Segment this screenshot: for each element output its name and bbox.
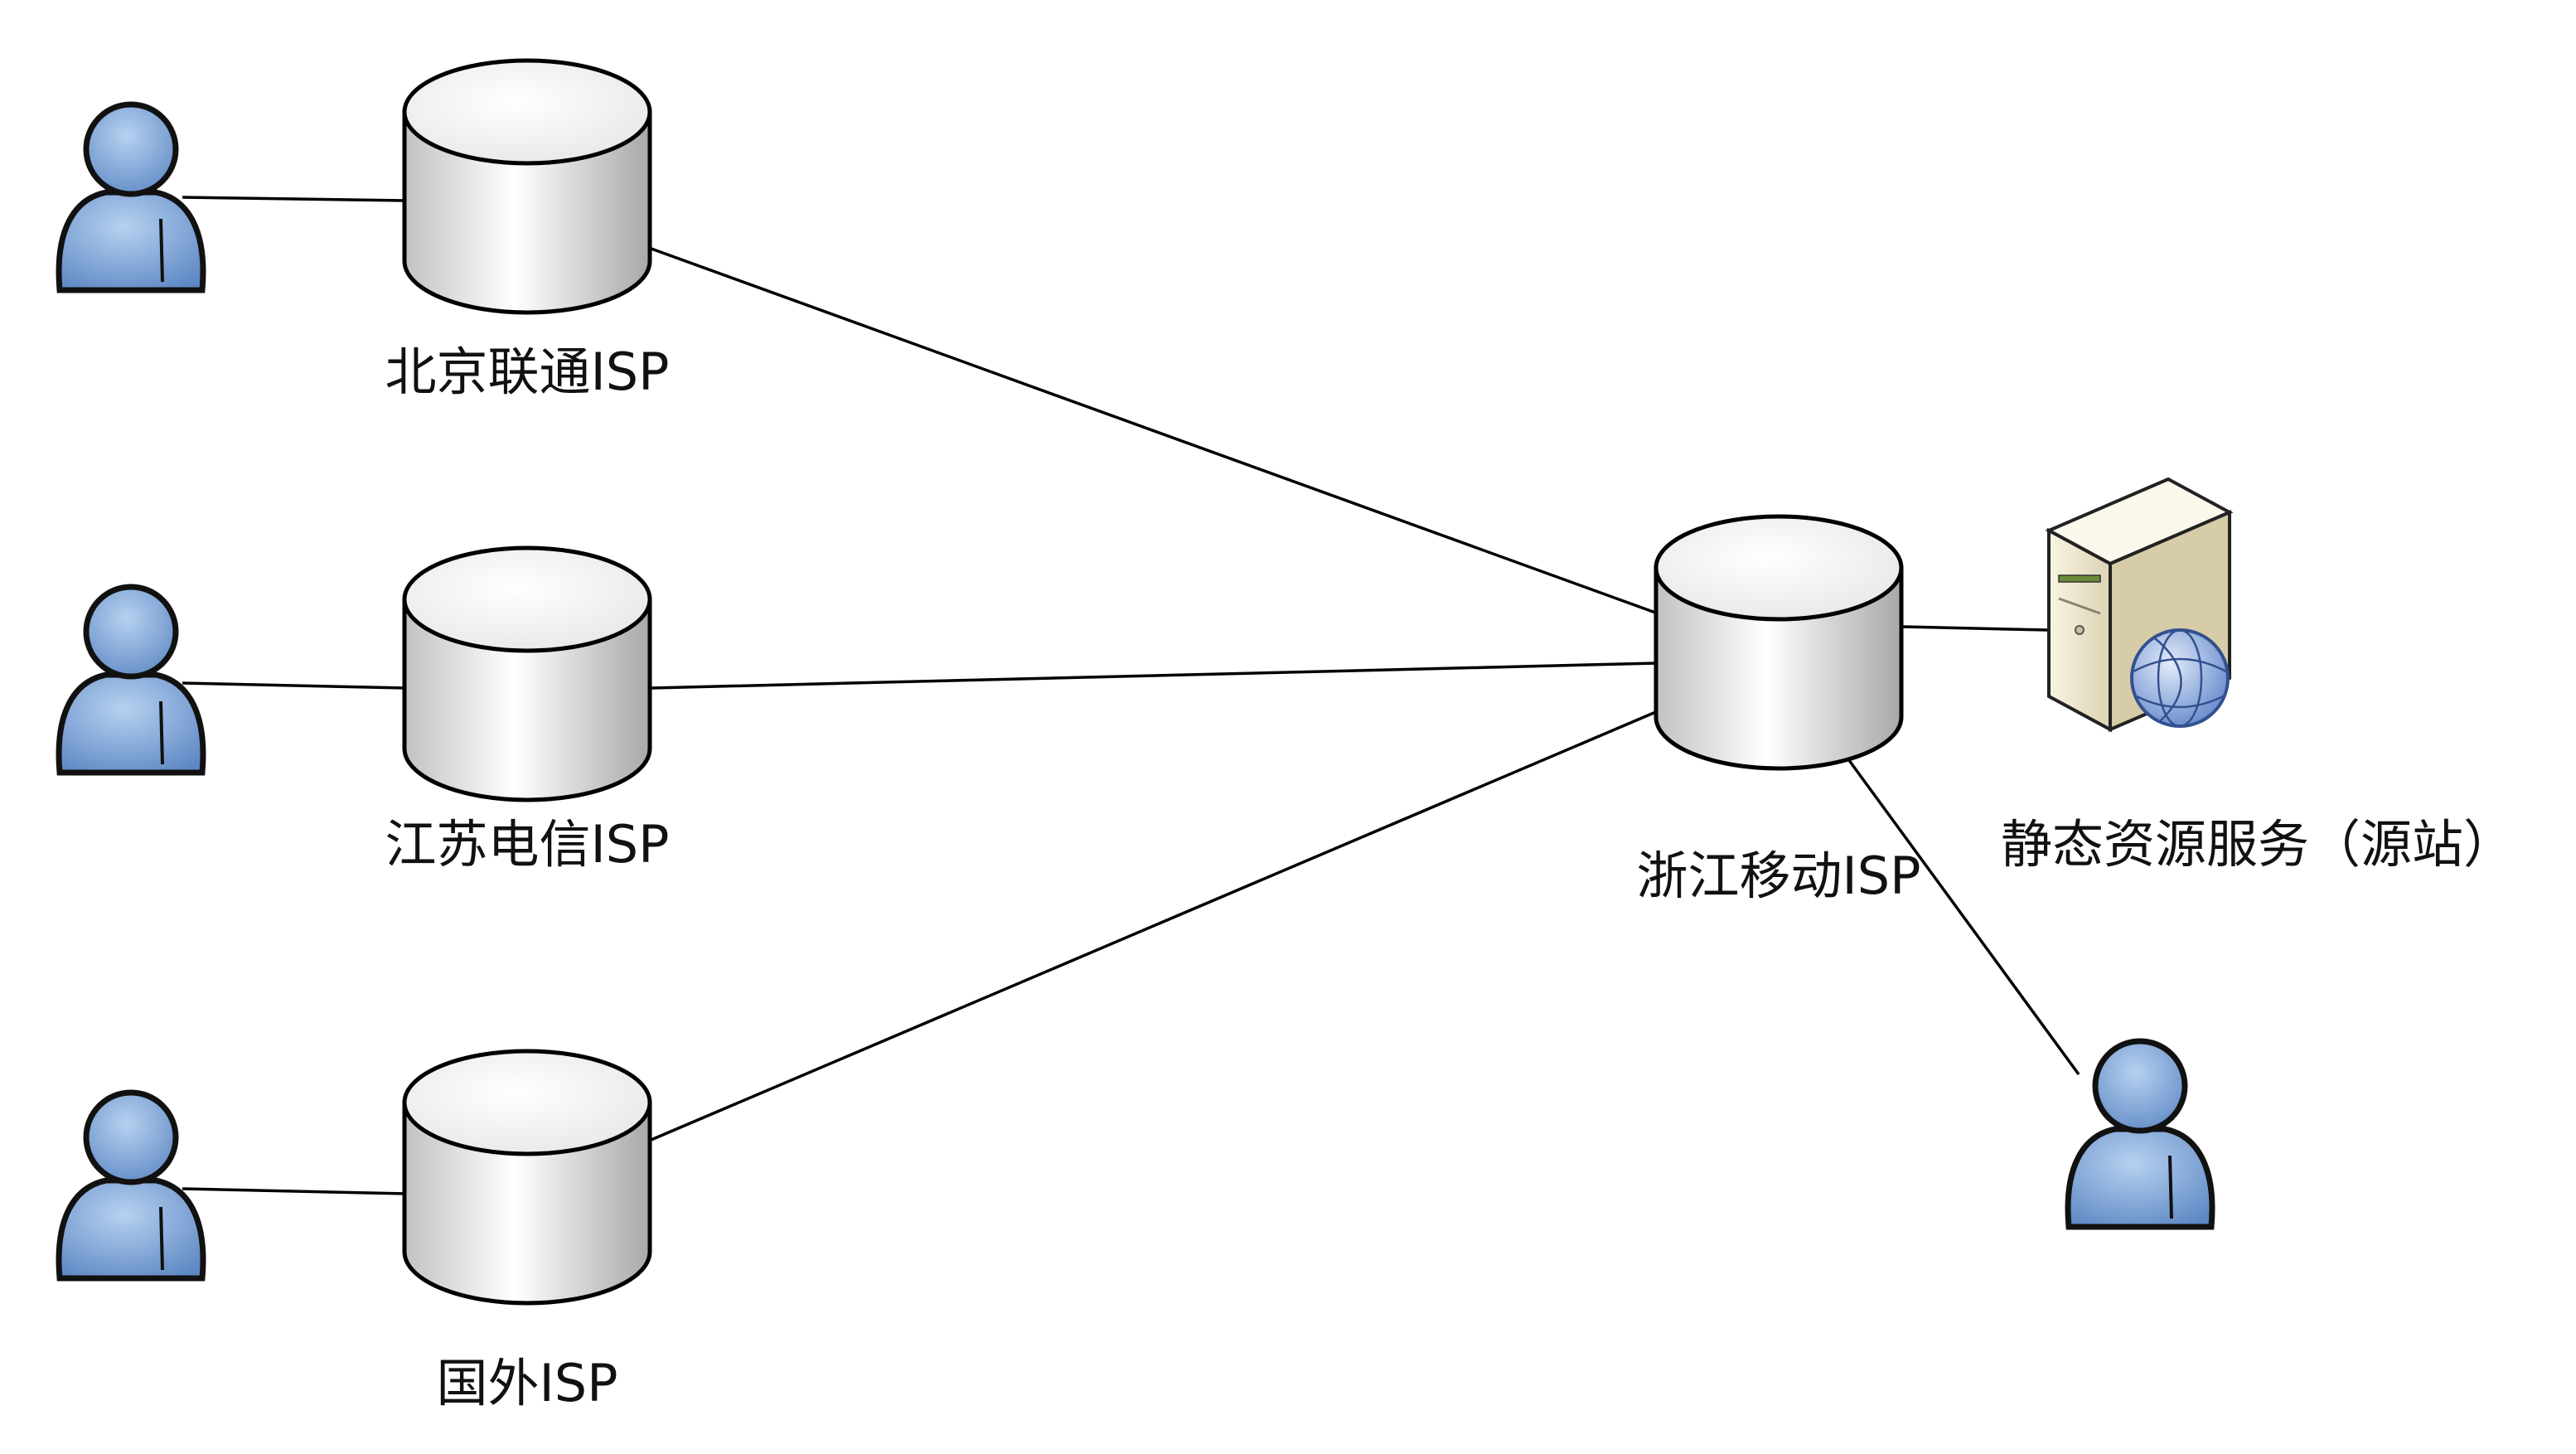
edge-isp-jiangsu-to-isp-zhejiang (651, 662, 1657, 690)
web-server-icon (2045, 477, 2234, 733)
connection-lines (182, 196, 2080, 1195)
user-icon (59, 104, 203, 290)
globe-icon (2130, 628, 2230, 728)
isp-jiangsu-label: 江苏电信ISP (385, 814, 669, 875)
origin-server-label: 静态资源服务（源站） (2001, 814, 2515, 875)
database-cylinder-icon (404, 61, 650, 313)
isp-foreign-label: 国外ISP (436, 1353, 617, 1413)
isp-zhejiang-label: 浙江移动ISP (1636, 846, 1920, 906)
edge-isp-beijing-to-isp-zhejiang (639, 243, 1658, 615)
edge-isp-zhejiang-to-user-zhejiang (1833, 739, 2080, 1076)
database-cylinder-icon (404, 1051, 650, 1303)
edge-isp-foreign-to-isp-zhejiang (563, 705, 1670, 1179)
edge-user-beijing-to-isp-beijing (182, 196, 407, 202)
user-icon (59, 587, 203, 773)
user-icon (59, 1093, 203, 1278)
edge-user-foreign-to-isp-foreign (182, 1187, 407, 1195)
isp-beijing-label: 北京联通ISP (385, 342, 669, 402)
database-cylinder-icon (1656, 516, 1901, 768)
edge-isp-zhejiang-to-origin-server (1902, 625, 2048, 632)
database-cylinder-icon (404, 548, 650, 800)
user-icon (2068, 1041, 2212, 1227)
edge-user-jiangsu-to-isp-jiangsu (182, 681, 407, 690)
